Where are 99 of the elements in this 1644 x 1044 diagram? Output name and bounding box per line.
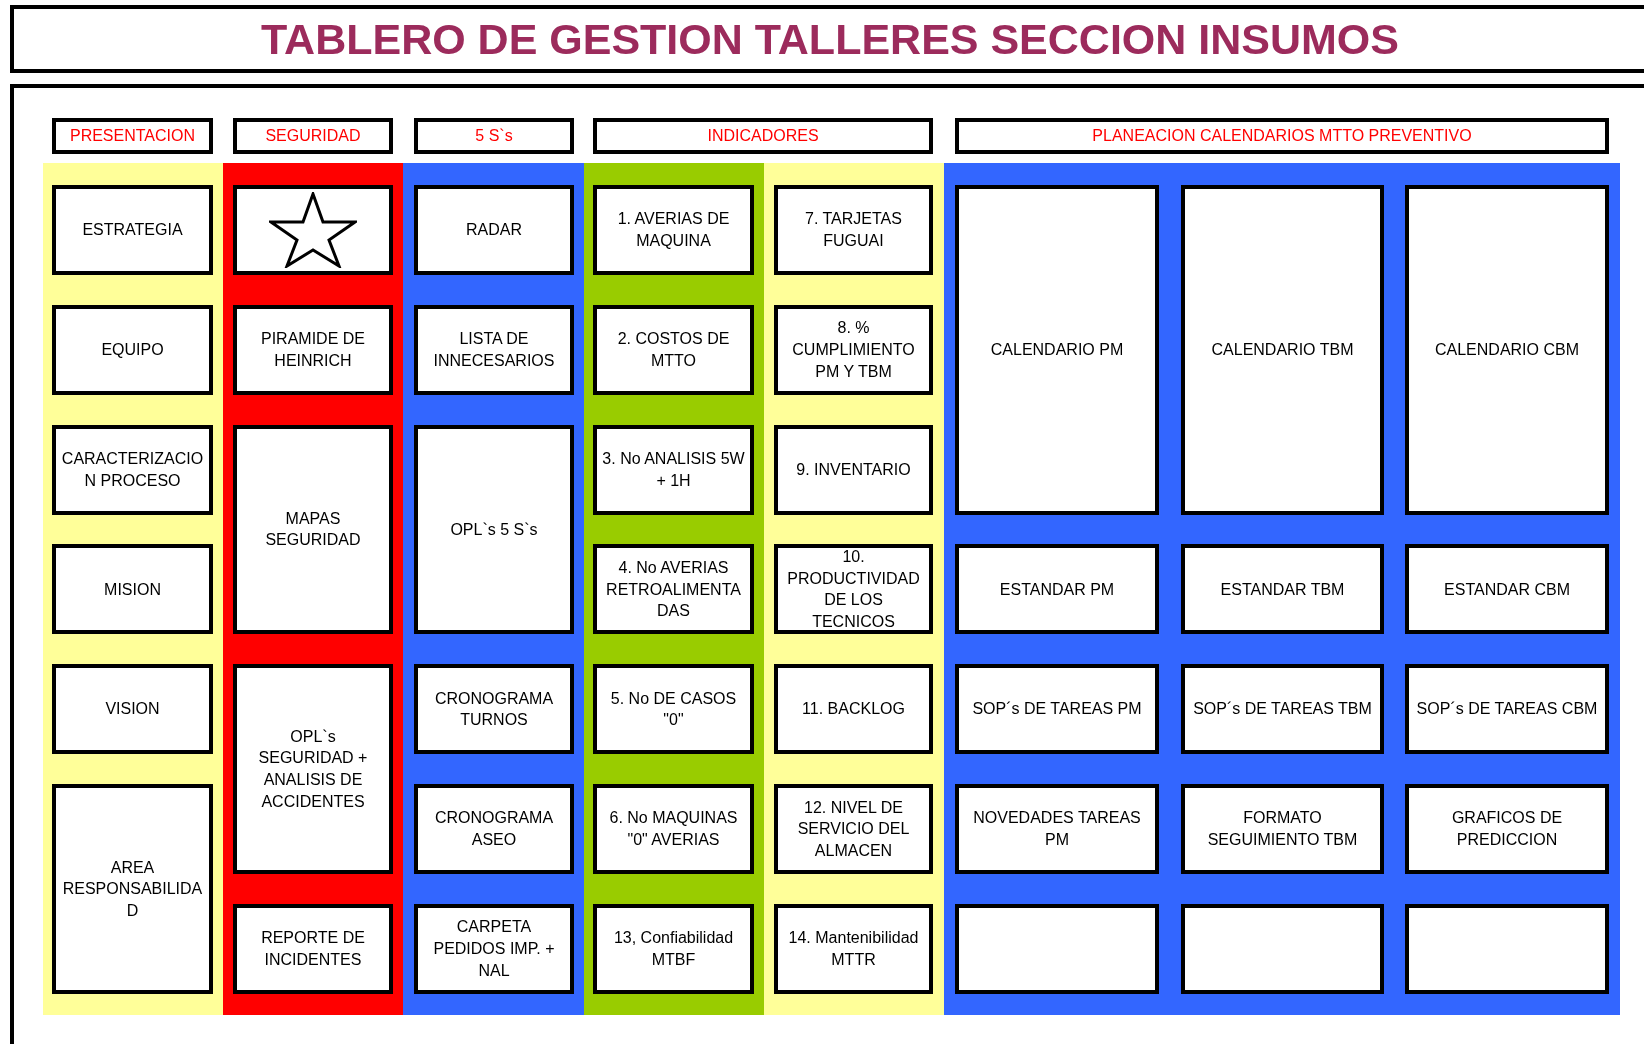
card-label: CARACTERIZACION PROCESO [60, 449, 205, 491]
card-label: MISION [104, 579, 161, 600]
card-label: LISTA DE INNECESARIOS [432, 329, 556, 371]
card-label: 6. No MAQUINAS "0" AVERIAS [608, 808, 739, 850]
board-card [52, 304, 213, 395]
board-card [1181, 185, 1384, 515]
card-label: CALENDARIO CBM [1435, 340, 1579, 360]
board-card [233, 185, 393, 275]
board-card [593, 784, 754, 874]
board-card [774, 784, 933, 874]
column-header [414, 118, 574, 154]
board-card [774, 664, 933, 755]
card-label: CALENDARIO PM [990, 340, 1124, 360]
board-card [233, 664, 393, 874]
header-label: PLANEACION CALENDARIOS MTTO PREVENTIVO [1092, 127, 1472, 145]
board-card [233, 903, 393, 994]
board-card [233, 304, 393, 395]
board-card [774, 304, 933, 395]
card-label: VISION [105, 699, 160, 720]
board-card [414, 304, 574, 395]
board-card [774, 185, 933, 275]
card-label: GRAFICOS DE PREDICCION [1450, 808, 1564, 850]
card-label: 8. % CUMPLIMIENTO PM Y TBM [791, 318, 916, 382]
card-label: CRONOGRAMA ASEO [433, 808, 555, 850]
card-label: SOP´s DE TAREAS CBM [1416, 699, 1598, 720]
board-card [955, 784, 1159, 874]
board-card [1405, 185, 1609, 515]
board-card [593, 185, 754, 275]
card-label: CRONOGRAMA TURNOS [433, 688, 555, 731]
board-card [414, 903, 574, 994]
card-label: FORMATO SEGUIMIENTO TBM [1206, 808, 1359, 850]
header-label: INDICADORES [707, 127, 819, 145]
card-label: 13, Confiabilidad MTBF [612, 928, 735, 970]
board-card [1405, 544, 1609, 635]
board-card [593, 544, 754, 635]
card-label: 7. TARJETAS FUGUAI [804, 209, 903, 251]
board-card [1405, 903, 1609, 994]
board-card [1181, 544, 1384, 635]
header-label: PRESENTACION [69, 127, 196, 145]
board-card [1181, 784, 1384, 874]
board-card [955, 185, 1159, 515]
card-label: 3. No ANALISIS 5W + 1H [601, 449, 746, 491]
board-card [1181, 903, 1384, 994]
card-label: 1. AVERIAS DE MAQUINA [616, 209, 731, 251]
column-header [593, 118, 933, 154]
board-card [414, 784, 574, 874]
board-card [414, 664, 574, 755]
card-label: 2. COSTOS DE MTTO [616, 329, 731, 371]
card-label: SOP´s DE TAREAS TBM [1193, 699, 1372, 720]
column-header [955, 118, 1609, 154]
card-label: SOP´s DE TAREAS PM [972, 699, 1142, 720]
board-card [1181, 664, 1384, 755]
board-card [774, 903, 933, 994]
board-card [593, 424, 754, 515]
header-label: SEGURIDAD [265, 127, 361, 145]
board-card [593, 304, 754, 395]
card-label: OPL`s 5 S`s [450, 519, 538, 540]
card-label: CARPETA PEDIDOS IMP. + NAL [432, 917, 556, 981]
card-label: AREA RESPONSABILIDAD [61, 857, 204, 921]
board-card [955, 664, 1159, 755]
card-label: 10. PRODUCTIVIDAD DE LOS TECNICOS [786, 547, 921, 632]
card-label: 4. No AVERIAS RETROALIMENTADAS [605, 558, 742, 622]
card-label: RADAR [466, 220, 522, 241]
card-label: 11. BACKLOG [802, 699, 905, 720]
board-card [52, 664, 213, 755]
column-header [233, 118, 393, 154]
board-card [593, 903, 754, 994]
card-label: ESTANDAR PM [999, 579, 1115, 600]
card-label: 9. INVENTARIO [796, 459, 911, 480]
board-card [52, 544, 213, 635]
card-label: ESTRATEGIA [82, 220, 183, 241]
board-card [1405, 664, 1609, 755]
card-label: CALENDARIO TBM [1211, 340, 1354, 360]
board-card [414, 185, 574, 275]
card-label: PIRAMIDE DE HEINRICH [260, 329, 366, 371]
card-label: ESTANDAR TBM [1220, 579, 1345, 600]
column-header [52, 118, 213, 154]
card-label: MAPAS SEGURIDAD [264, 508, 362, 551]
board-card [414, 424, 574, 635]
card-label: 14. Mantenibilidad MTTR [787, 928, 920, 970]
card-label: EQUIPO [101, 340, 164, 360]
card-label: ESTANDAR CBM [1444, 579, 1570, 600]
board-card [233, 424, 393, 635]
board-card [955, 903, 1159, 994]
card-label: NOVEDADES TAREAS PM [972, 808, 1142, 850]
header-label: 5 S`s [475, 127, 513, 145]
board-card [774, 424, 933, 515]
board-card [52, 424, 213, 515]
board-card [52, 784, 213, 994]
board-card [52, 185, 213, 275]
board-card [1405, 784, 1609, 874]
card-label: OPL`s SEGURIDAD + ANALISIS DE ACCIDENTES [257, 726, 369, 812]
board-card [593, 664, 754, 755]
card-label: REPORTE DE INCIDENTES [260, 928, 366, 970]
card-label: 5. No DE CASOS "0" [609, 688, 738, 731]
board-card [955, 544, 1159, 635]
card-label: 12. NIVEL DE SERVICIO DEL ALMACEN [796, 797, 911, 861]
board-title: TABLERO DE GESTION TALLERES SECCION INSUMOS [10, 5, 1644, 73]
board-card [774, 544, 933, 635]
